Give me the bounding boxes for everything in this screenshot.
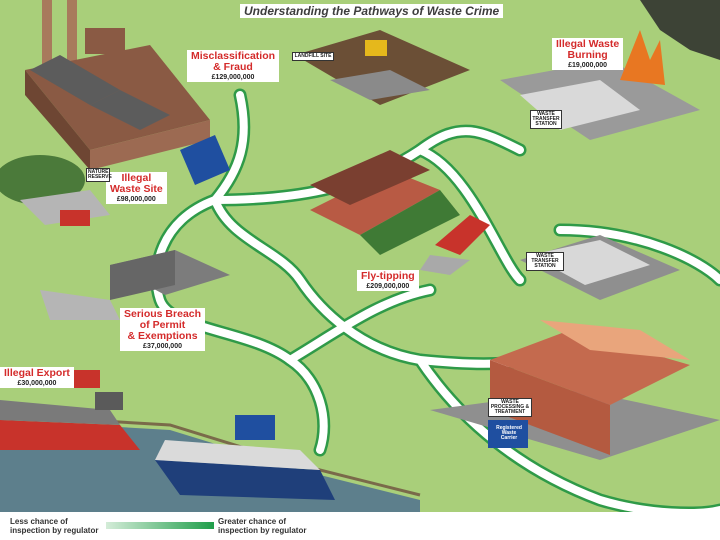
sign-registered-carrier: Registered Waste Carrier — [492, 424, 526, 443]
label-illegal-site-value: £98,000,000 — [110, 196, 163, 203]
label-illegal-site-line2: Waste Site — [110, 184, 163, 195]
landfill-illustration — [295, 30, 470, 105]
label-illegal-burning-line2: Burning — [556, 50, 619, 61]
factory-illustration — [25, 0, 210, 170]
sign-waste-processing: WASTE PROCESSING & TREATMENT — [488, 398, 532, 417]
legend-gradient-bar — [106, 522, 214, 529]
sign-landfill: LANDFILL SITE — [292, 52, 334, 61]
label-misclassification-value: £129,000,000 — [191, 74, 275, 81]
label-illegal-export: Illegal Export £30,000,000 — [0, 367, 74, 388]
legend-low-text: Less chance of inspection by regulator — [10, 518, 102, 536]
legend: Less chance of inspection by regulator G… — [0, 512, 720, 540]
sign-waste-transfer-2: WASTE TRANSFER STATION — [526, 252, 564, 271]
label-fly-tipping-line1: Fly-tipping — [361, 271, 415, 282]
processing-plant-illustration — [430, 320, 720, 460]
label-illegal-export-line1: Illegal Export — [4, 368, 70, 379]
label-permit-breach-line3: & Exemptions — [124, 331, 201, 342]
label-illegal-export-value: £30,000,000 — [4, 380, 70, 387]
sign-waste-transfer-1: WASTE TRANSFER STATION — [530, 110, 562, 129]
label-misclassification-line2: & Fraud — [191, 62, 275, 73]
label-permit-breach: Serious Breach of Permit & Exemptions £3… — [120, 308, 205, 351]
label-illegal-burning-value: £19,000,000 — [556, 62, 619, 69]
page-title: Understanding the Pathways of Waste Crim… — [240, 4, 503, 18]
label-permit-breach-value: £37,000,000 — [124, 343, 201, 350]
label-illegal-burning: Illegal Waste Burning £19,000,000 — [552, 38, 623, 70]
label-fly-tipping: Fly-tipping £209,000,000 — [357, 270, 419, 291]
legend-high-text: Greater chance of inspection by regulato… — [218, 518, 318, 536]
label-illegal-site: Illegal Waste Site £98,000,000 — [106, 172, 167, 204]
sign-nature-reserve: NATURE RESERVE — [86, 168, 110, 182]
label-fly-tipping-value: £209,000,000 — [361, 283, 415, 290]
label-misclassification: Misclassification & Fraud £129,000,000 — [187, 50, 279, 82]
